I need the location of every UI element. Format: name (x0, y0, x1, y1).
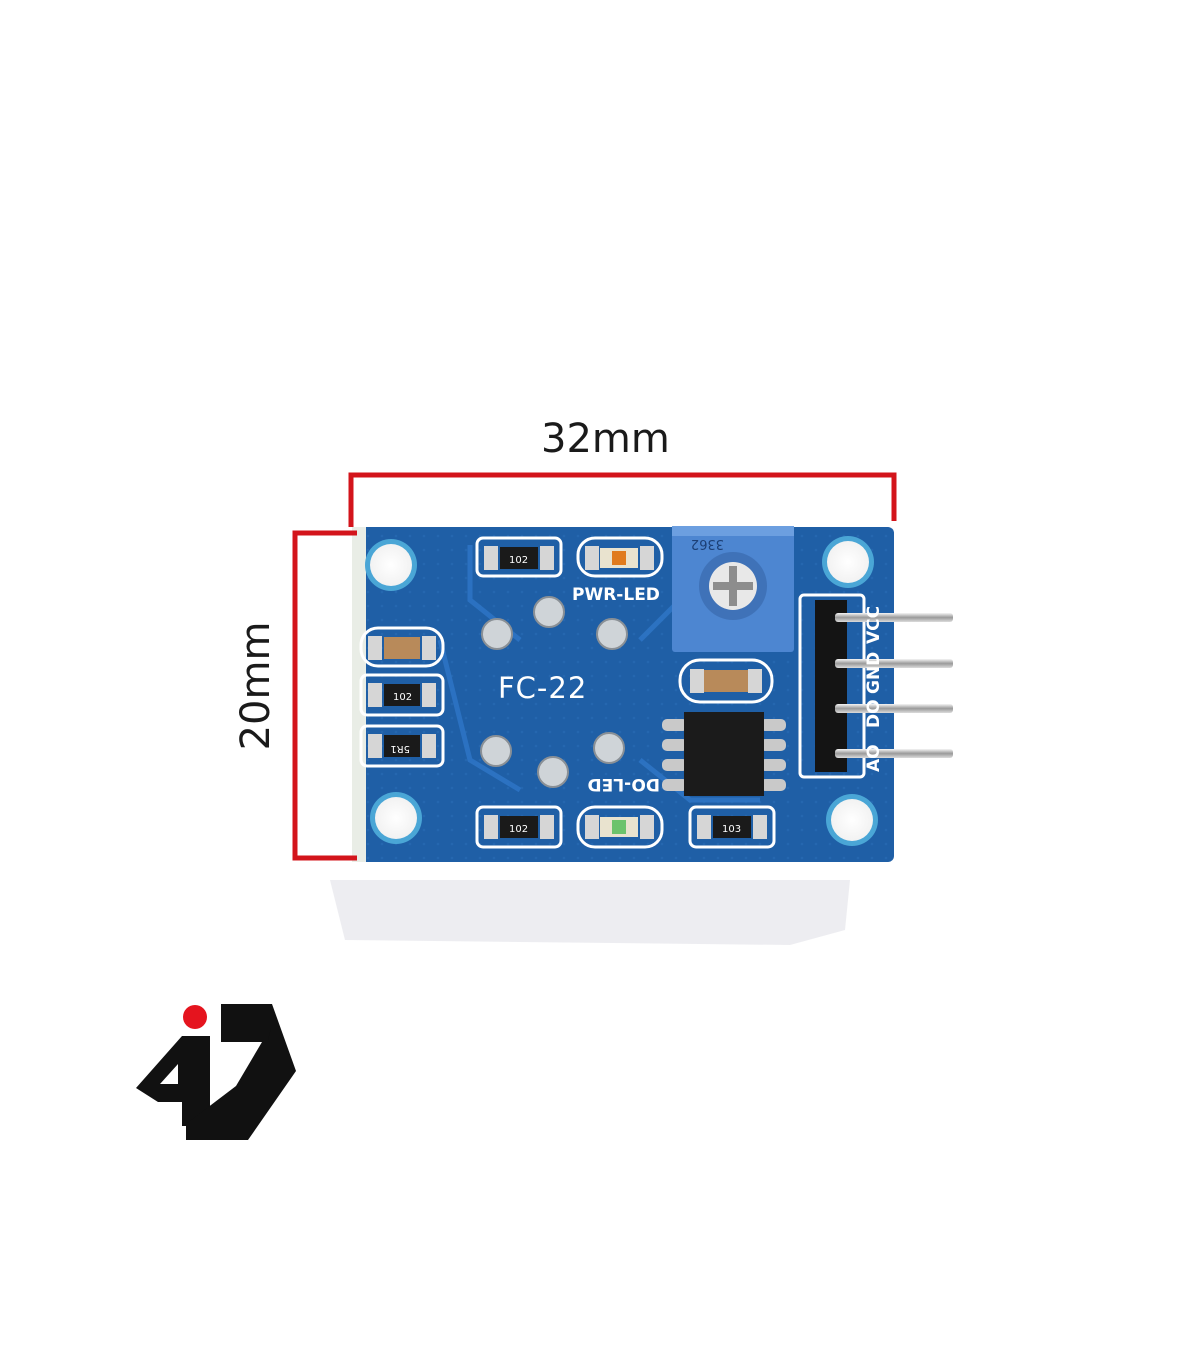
model-label: FC-22 (498, 671, 587, 705)
resistor-marking-bottom-right: 103 (722, 824, 741, 835)
height-dimension-line (292, 530, 357, 861)
height-dimension-label: 20mm (233, 621, 279, 751)
potentiometer (672, 526, 794, 652)
component-outlines (359, 536, 866, 849)
resistor-marking-top-left: 102 (509, 555, 528, 566)
resistor-marking-left-middle: 102 (393, 692, 412, 703)
width-dimension-line (348, 472, 897, 527)
pwr-led-label: PWR-LED (572, 585, 660, 605)
resistor-marking-bottom-left: 102 (509, 824, 528, 835)
sensor-pads (480, 596, 628, 788)
ic-chip (662, 712, 786, 796)
dimension-lines (292, 472, 897, 861)
pot-marking: 3362 (691, 536, 724, 551)
pin-label-gnd: GND (864, 652, 884, 694)
smd-components (368, 546, 767, 839)
resistor-marking-left-lower: 5R1 (390, 743, 410, 754)
pin-header (815, 600, 953, 772)
pin-label-ao: AO (864, 744, 884, 772)
board-shadow (330, 880, 850, 945)
pin-label-vcc: VCC (864, 606, 884, 644)
mounting-holes (365, 536, 878, 846)
do-led-label: DO-LED (588, 774, 661, 794)
brand-logo-icon (136, 1004, 296, 1140)
pin-label-do: DO (864, 699, 884, 728)
width-dimension-label: 32mm (541, 416, 670, 462)
